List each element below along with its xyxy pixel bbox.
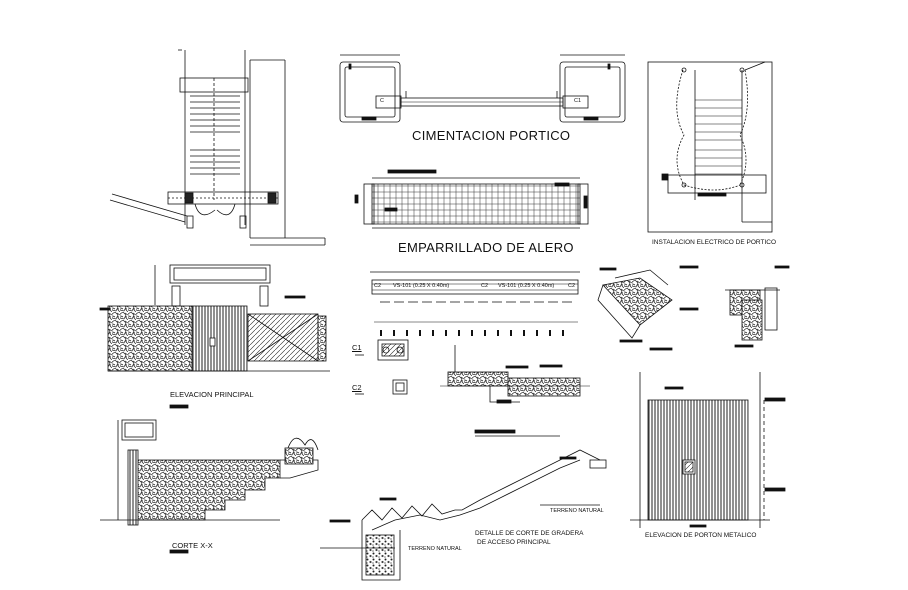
emparrillado-alero xyxy=(354,169,589,229)
label-beam-c2-c: C2 xyxy=(568,283,576,289)
column-sections xyxy=(355,339,409,395)
instalacion-electrica xyxy=(647,61,773,233)
label-beam-vs-left: VS-101 (0.25 X 0.40m) xyxy=(393,283,450,289)
isometric-detail xyxy=(597,265,699,351)
title-detalle-gradera-2: DE ACCESO PRINCIPAL xyxy=(477,539,551,546)
title-detalle-gradera: DETALLE DE CORTE DE GRADERA xyxy=(475,530,584,537)
title-cimentacion-portico: CIMENTACION PORTICO xyxy=(412,128,571,143)
label-beam-c2-b: C2 xyxy=(481,283,489,289)
stair-access-section xyxy=(320,449,607,581)
title-elevacion-porton: ELEVACION DE PORTON METALICO xyxy=(645,532,757,539)
label-section-c2: C2 xyxy=(352,383,362,392)
label-beam-vs-right: VS-101 (0.25 X 0.40m) xyxy=(498,283,555,289)
stair-slab-detail xyxy=(440,345,590,437)
label-c-left: C xyxy=(380,98,384,104)
cimentacion-portico xyxy=(339,54,626,123)
title-elevacion-principal: ELEVACION PRINCIPAL xyxy=(170,390,254,399)
label-c1-right: C1 xyxy=(574,98,582,104)
beam-vs101 xyxy=(370,271,580,336)
stair-plan xyxy=(109,49,326,246)
title-emparrillado-alero: EMPARRILLADO DE ALERO xyxy=(398,240,574,255)
wall-section xyxy=(725,265,790,348)
label-beam-c2-a: C2 xyxy=(374,283,382,289)
title-corte-xx: CORTE X-X xyxy=(172,541,213,550)
label-terreno-natural-1: TERRENO NATURAL xyxy=(550,508,604,514)
title-instalacion-electrico: INSTALACION ELECTRICO DE PORTICO xyxy=(652,239,777,246)
label-section-c1: C1 xyxy=(352,343,362,352)
porton-metalico xyxy=(630,372,786,528)
elevacion-principal xyxy=(99,264,330,409)
corte-xx xyxy=(100,419,319,554)
label-terreno-natural-2: TERRENO NATURAL xyxy=(408,546,462,552)
